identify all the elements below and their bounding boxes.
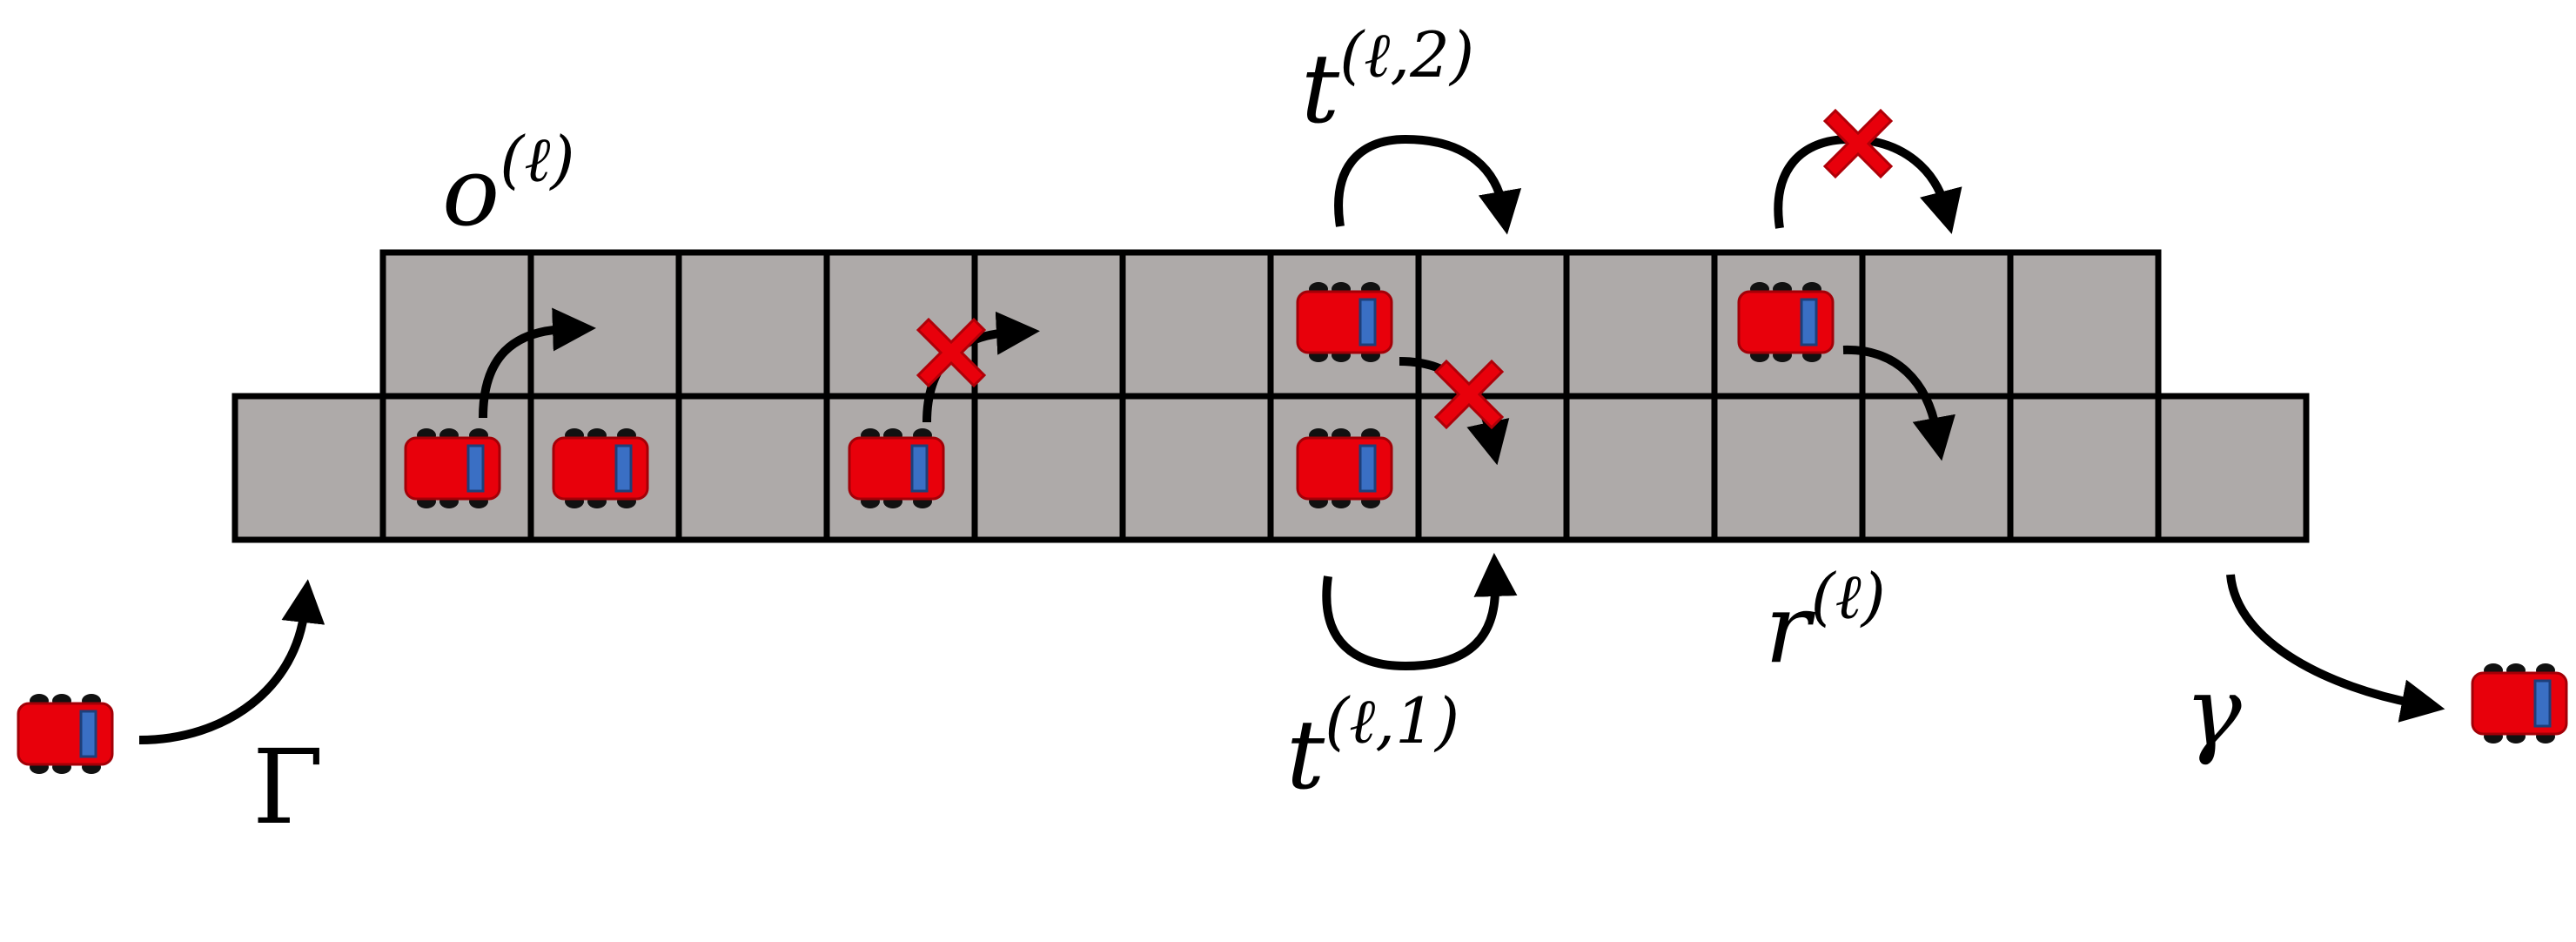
cell: [2155, 393, 2310, 543]
lane-change-down-label: t(ℓ,1): [1286, 684, 1459, 811]
car-icon: [17, 692, 114, 776]
cell: [527, 249, 682, 400]
car-icon: [404, 427, 501, 510]
cell: [1711, 393, 1866, 543]
car-icon: [1296, 280, 1393, 364]
cell: [2007, 249, 2162, 400]
exit-rate-label: γ: [2184, 656, 2242, 767]
exit-arrow: [2226, 574, 2445, 723]
upper-lane: [379, 249, 2162, 400]
lane-change-up-arrow: [1334, 134, 1522, 235]
cell: [1563, 393, 1718, 543]
return-arrow: [1842, 345, 1955, 461]
cell: [231, 393, 386, 543]
lower-lane: [231, 393, 2310, 543]
car-icon: [1296, 427, 1393, 510]
entry-rate-label: Γ: [252, 727, 324, 847]
car-icon: [2471, 662, 2568, 745]
cell: [823, 249, 978, 400]
car-icon: [848, 427, 945, 510]
cell: [675, 393, 830, 543]
return-label: r(ℓ): [1765, 560, 1886, 684]
cell: [1119, 393, 1274, 543]
car-icon: [1737, 280, 1835, 364]
cell: [675, 249, 830, 400]
car-icon: [552, 427, 649, 510]
overtake-label: o(ℓ): [442, 123, 574, 247]
labels: o(ℓ) t(ℓ,2) t(ℓ,1) r(ℓ) Γ γ: [252, 18, 2242, 847]
overtake-arrow: [479, 307, 596, 419]
cell: [1563, 249, 1718, 400]
cell: [1859, 249, 2014, 400]
lane-change-up-label: t(ℓ,2): [1301, 18, 1474, 145]
lane-change-down-arrow: [1322, 553, 1518, 671]
cell: [2007, 393, 2162, 543]
entry-arrow: [138, 579, 325, 744]
cell: [1119, 249, 1274, 400]
cell: [1859, 393, 2014, 543]
cell: [379, 249, 534, 400]
cell: [971, 393, 1126, 543]
cell: [971, 249, 1126, 400]
